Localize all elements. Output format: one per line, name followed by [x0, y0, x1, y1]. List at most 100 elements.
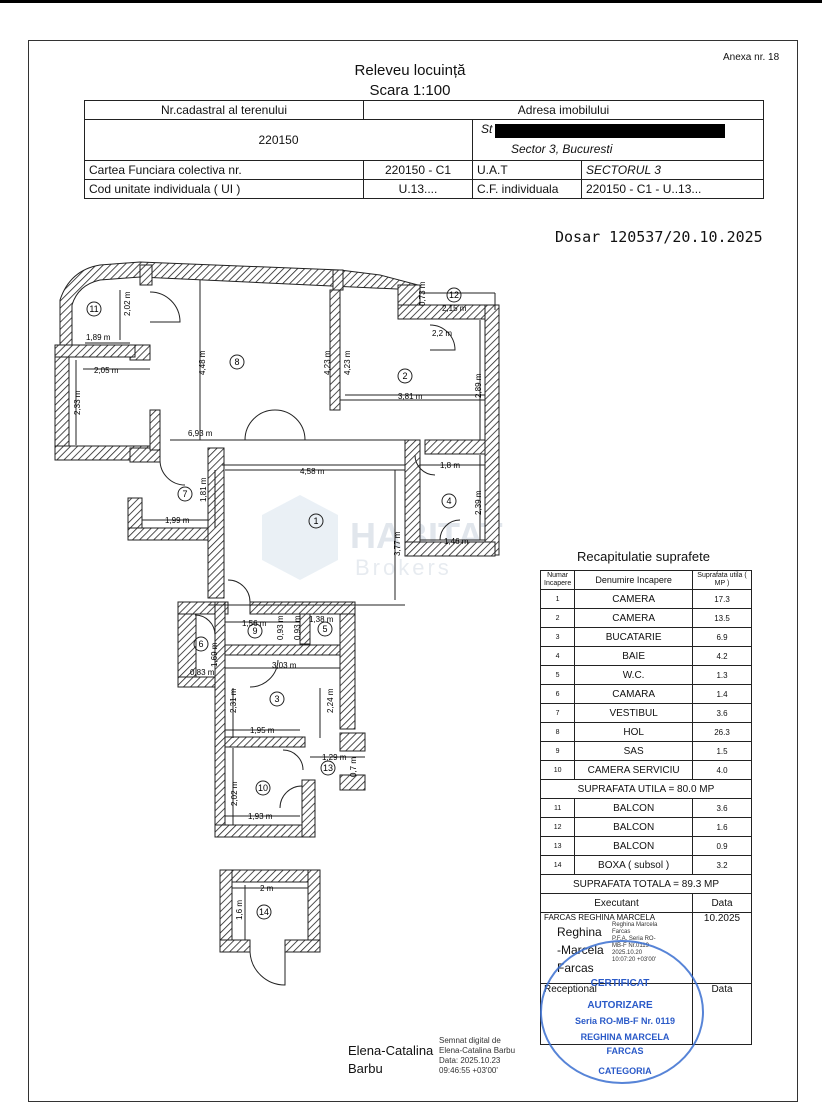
- exec-sig-detail: Reghina Marcela: [612, 922, 658, 928]
- room-number: 11: [89, 304, 98, 314]
- recap-head-area: Suprafata utila ( MP ): [692, 570, 752, 590]
- dim-label: 2,24 m: [326, 688, 335, 713]
- dim-label: 2,15 m: [442, 304, 467, 313]
- dim-label: 2,02 m: [123, 291, 132, 316]
- bottom-signature-line2: Barbu: [348, 1061, 383, 1076]
- recap-row-nr: 11: [539, 798, 576, 818]
- dim-label: 1,89 m: [86, 333, 111, 342]
- exec-sig-detail: P.F.A. Seria RO-: [612, 936, 656, 942]
- room-number: 2: [402, 371, 407, 381]
- room-number: 14: [259, 907, 269, 917]
- executant-data-label: Data: [692, 893, 752, 913]
- recap-row-nr: 3: [539, 627, 576, 647]
- dim-label: 0,83 m: [190, 668, 215, 677]
- dim-label: 2,33 m: [73, 390, 82, 415]
- dim-label: 2,39 m: [474, 490, 483, 515]
- exec-sig-detail: Farcas: [612, 929, 631, 935]
- recap-row-name: VESTIBUL: [574, 703, 693, 723]
- dim-label: 4,58 m: [300, 467, 325, 476]
- cf-individuala-value: 220150 - C1 - U..13...: [581, 179, 764, 199]
- dim-label: 1,95 m: [250, 726, 275, 735]
- uat-label: U.A.T: [472, 160, 582, 180]
- recap-row-nr: 4: [539, 646, 576, 666]
- cod-ui-value: U.13....: [363, 179, 473, 199]
- bottom-signature-line1: Elena-Catalina: [348, 1043, 434, 1058]
- dim-label: 2,31 m: [229, 688, 238, 713]
- room-number: 9: [252, 626, 257, 636]
- room-number: 8: [234, 357, 239, 367]
- recap-row-area: 3.6: [692, 703, 752, 723]
- bottom-sig-detail: Elena-Catalina Barbu: [439, 1046, 516, 1055]
- recap-row-name: BOXA ( subsol ): [574, 855, 693, 875]
- recap-row-nr: 7: [539, 703, 576, 723]
- dim-label: 2,05 m: [94, 366, 119, 375]
- dim-label: 6,93 m: [188, 429, 213, 438]
- recap-row-name: BALCON: [574, 836, 693, 856]
- recap-row-area: 4.2: [692, 646, 752, 666]
- dim-label: 4,48 m: [198, 350, 207, 375]
- recap-row-nr: 5: [539, 665, 576, 685]
- dim-label: 4,23 m: [343, 350, 352, 375]
- document-title: Releveu locuință: [354, 62, 466, 79]
- watermark-line2: Brokers: [355, 555, 452, 580]
- room-number: 6: [198, 639, 203, 649]
- recap-row-nr: 13: [539, 836, 576, 856]
- recap-row-area: 13.5: [692, 608, 752, 628]
- dim-label: 1,38 m: [309, 615, 334, 624]
- dim-label: 3,77 m: [393, 531, 402, 556]
- address-redaction: [495, 124, 725, 138]
- dimension-labels: 2,02 m 1,89 m 2,05 m 2,33 m 4,48 m 6,93 …: [73, 281, 483, 920]
- recap-row-name: BAIE: [574, 646, 693, 666]
- recap-row-nr: 6: [539, 684, 576, 704]
- recap-head-nr: Numar Incapere: [539, 570, 576, 590]
- dim-label: 2,89 m: [474, 373, 483, 398]
- dim-label: 0,93 m: [276, 615, 285, 640]
- dim-label: 0,7 m: [349, 757, 358, 777]
- plan-lines: [75, 280, 496, 986]
- recap-row-name: CAMERA: [574, 608, 693, 628]
- recap-row-name: HOL: [574, 722, 693, 742]
- bottom-signature-details: Semnat digital de Elena-Catalina Barbu D…: [439, 1036, 515, 1076]
- dosar-number: Dosar 120537/20.10.2025: [555, 228, 763, 246]
- watermark-logo-icon: [262, 495, 338, 580]
- dim-label: 1,93 m: [248, 812, 273, 821]
- cod-ui-label: Cod unitate individuala ( UI ): [84, 179, 364, 199]
- dim-label: 1,6 m: [235, 900, 244, 920]
- stamp-line: AUTORIZARE: [587, 1000, 653, 1011]
- recap-head-name: Denumire Incapere: [574, 570, 693, 590]
- recap-row-area: 6.9: [692, 627, 752, 647]
- walls: [54, 261, 500, 953]
- room-number: 1: [313, 516, 318, 526]
- recap-row-name: SAS: [574, 741, 693, 761]
- recap-row-name: BUCATARIE: [574, 627, 693, 647]
- recap-row-area: 1.5: [692, 741, 752, 761]
- recap-row-area: 1.4: [692, 684, 752, 704]
- recap-util-total: SUPRAFATA UTILA = 80.0 MP: [540, 779, 752, 799]
- recap-row-nr: 2: [539, 608, 576, 628]
- stamp-line: CATEGORIA: [598, 1066, 652, 1076]
- recap-row-area: 17.3: [692, 589, 752, 609]
- header-table: Nr.cadastral al terenului Adresa imobilu…: [84, 100, 764, 199]
- nr-cadastral-value: 220150: [84, 119, 473, 161]
- recap-total: SUPRAFATA TOTALA = 89.3 MP: [540, 874, 752, 894]
- recap-title: Recapitulatie suprafete: [577, 549, 710, 564]
- dim-label: 0,73 m: [418, 281, 427, 306]
- stamp-line: FARCAS: [606, 1046, 644, 1056]
- dim-label: 0,93 m: [293, 615, 302, 640]
- exec-signature-line1: Reghina: [557, 925, 602, 939]
- dim-label: 1,56 m: [242, 619, 267, 628]
- dim-label: 1,46 m: [444, 537, 469, 546]
- nr-cadastral-label: Nr.cadastral al terenului: [84, 100, 364, 120]
- executant-label: Executant: [540, 893, 693, 913]
- recap-row-area: 4.0: [692, 760, 752, 780]
- recap-row-nr: 9: [539, 741, 576, 761]
- recap-row-area: 26.3: [692, 722, 752, 742]
- cf-colectiva-value: 220150 - C1: [363, 160, 473, 180]
- room-number: 7: [182, 489, 187, 499]
- dim-label: 1,81 m: [199, 477, 208, 502]
- stamp-line: Seria RO-MB-F Nr. 0119: [574, 1016, 676, 1026]
- adresa-line1: St: [481, 122, 493, 136]
- room-number: 5: [322, 624, 327, 634]
- executant-date: 10.2025: [692, 912, 752, 984]
- dim-label: 3,81 m: [398, 392, 423, 401]
